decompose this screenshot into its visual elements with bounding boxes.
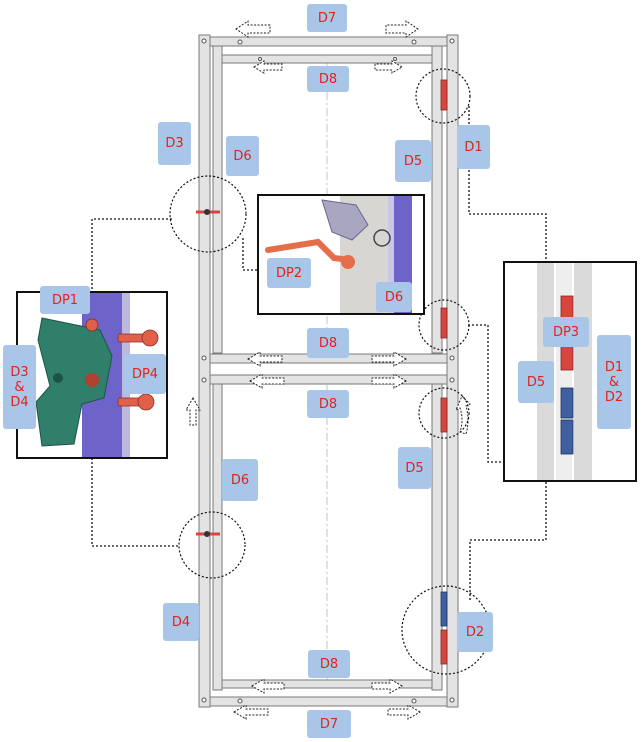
hinge-d2-red: [440, 629, 448, 665]
label-d2: D2: [457, 612, 493, 652]
arrow-d8-top-left: [253, 60, 283, 74]
label-d6-upper: D6: [226, 136, 259, 176]
label-d6-inset: D6: [376, 282, 412, 312]
label-d5-inset: D5: [518, 361, 554, 403]
leader-hinge-mid: [468, 324, 504, 463]
label-dp3: DP3: [543, 317, 589, 347]
arrow-d8-bottom-left: [251, 678, 285, 694]
arrow-mid-lower-left: [249, 373, 285, 389]
arrow-mid-upper-left: [247, 351, 283, 367]
label-d7-bottom: D7: [307, 710, 351, 738]
label-d5-upper: D5: [395, 140, 431, 182]
arrow-right-curved: [455, 395, 471, 435]
arrow-mid-lower-right: [371, 373, 407, 389]
hinge-upper-mid: [440, 307, 448, 339]
arrow-d7-top-left: [235, 20, 271, 38]
right-outer-post: [446, 34, 459, 708]
label-d4: D4: [163, 603, 199, 641]
right-inner-post-lower: [431, 379, 443, 691]
circle-latch-lower: [178, 511, 246, 579]
label-d8-mid-upper: D8: [307, 328, 349, 358]
bolt-holes: [201, 38, 455, 704]
arrow-left-up: [185, 397, 201, 426]
leader-latch-dp1: [91, 218, 172, 292]
label-d7-top: D7: [307, 4, 347, 32]
arrow-d7-top-right: [385, 20, 419, 38]
label-d6-lower: D6: [222, 459, 258, 501]
label-d8-mid-lower: D8: [307, 390, 349, 418]
green-bracket: [35, 317, 113, 447]
label-dp1: DP1: [40, 286, 90, 314]
movement-arrows: [185, 20, 575, 720]
top-outer-rail: [209, 36, 448, 47]
label-d3-d4: D3 & D4: [3, 345, 36, 429]
left-outer-post: [198, 34, 211, 708]
right-inner-post: [431, 44, 443, 354]
arrow-d7-bottom-right: [387, 704, 421, 720]
hinge-d1-upper: [440, 79, 448, 111]
left-inner-post: [212, 44, 223, 354]
bottom-inner-rail: [221, 679, 433, 689]
latch-pins: [196, 209, 220, 537]
leader-lower-dp4: [91, 458, 178, 547]
label-d8-top: D8: [307, 66, 349, 92]
mid-rail-2: [209, 374, 448, 385]
label-d1: D1: [457, 125, 490, 169]
circle-hinge-lower: [418, 387, 470, 439]
arrow-d7-bottom-left: [233, 704, 269, 720]
bolts: [85, 318, 159, 411]
leader-d2: [469, 482, 547, 600]
arrow-mid-upper-right: [371, 351, 407, 367]
arrow-d8-top-right: [374, 60, 403, 74]
top-inner-rail: [221, 54, 433, 64]
bottom-outer-rail: [209, 696, 448, 707]
label-d8-bottom: D8: [308, 650, 350, 678]
arrow-d8-bottom-right: [371, 678, 403, 694]
leader-latch-dp2: [242, 238, 262, 271]
label-d5-lower: D5: [398, 447, 431, 489]
right-hinges: [440, 79, 448, 665]
label-dp4: DP4: [124, 354, 166, 394]
hinge-d2-blue: [440, 591, 448, 627]
label-d3: D3: [158, 122, 191, 165]
label-d1-d2: D1 & D2: [597, 335, 631, 429]
circle-d1: [415, 68, 471, 124]
hinge-lower-mid: [440, 397, 448, 433]
circle-latch-upper: [169, 175, 247, 253]
label-dp2: DP2: [267, 258, 311, 288]
